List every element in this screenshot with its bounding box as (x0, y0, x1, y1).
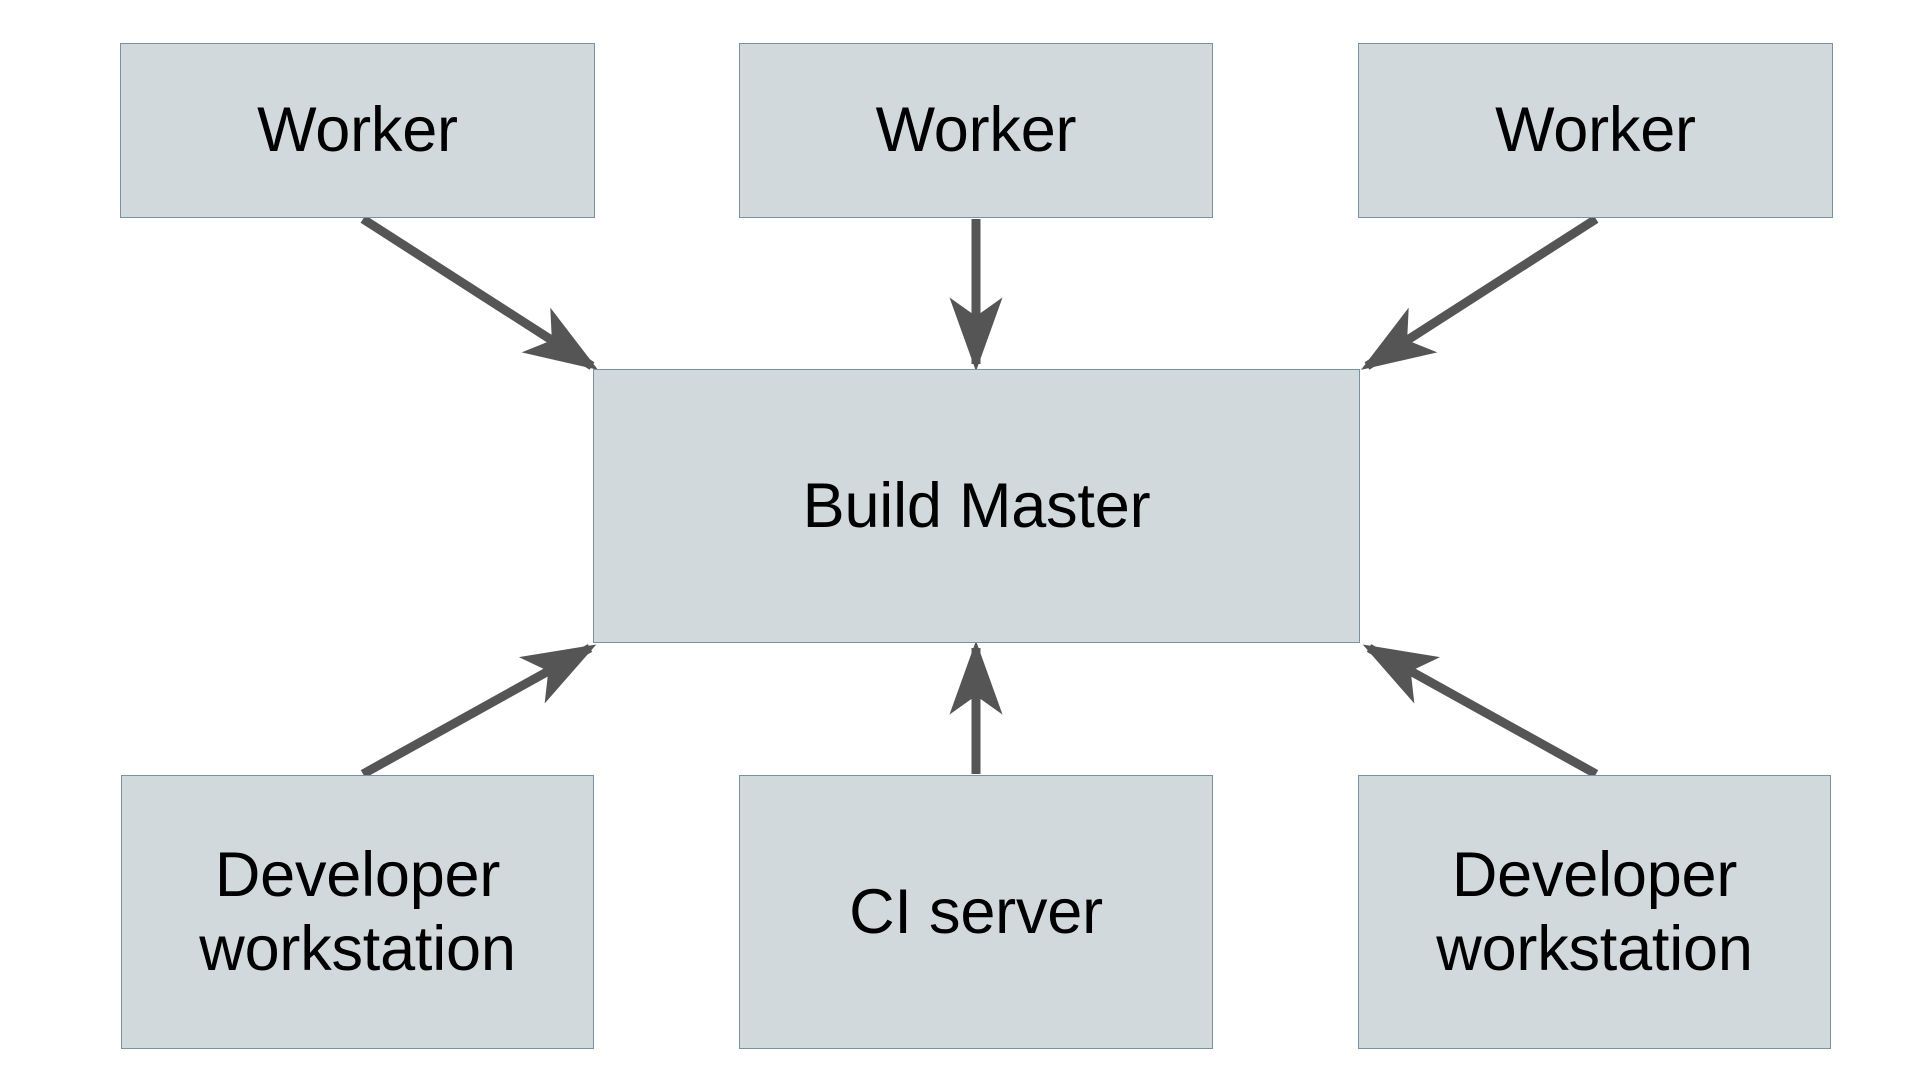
node-label: Worker (1495, 95, 1696, 166)
node-worker-3[interactable]: Worker (1358, 43, 1833, 218)
node-ci-server[interactable]: CI server (739, 775, 1213, 1049)
node-worker-2[interactable]: Worker (739, 43, 1213, 218)
node-label: Developer workstation (199, 839, 516, 984)
node-developer-workstation-1[interactable]: Developer workstation (121, 775, 594, 1049)
edge-dev-ws-1-to-build-master (360, 644, 597, 778)
edge-dev-ws-2-to-build-master (1362, 644, 1599, 778)
node-label: Worker (875, 95, 1077, 166)
node-label: Worker (257, 95, 458, 166)
edge-worker-1-to-build-master (360, 215, 599, 370)
node-label: CI server (849, 876, 1103, 947)
node-label: Developer workstation (1436, 839, 1753, 984)
edge-worker-3-to-build-master (1360, 215, 1599, 370)
node-label: Build Master (802, 470, 1151, 541)
node-build-master[interactable]: Build Master (593, 369, 1360, 643)
node-developer-workstation-2[interactable]: Developer workstation (1358, 775, 1831, 1049)
node-worker-1[interactable]: Worker (120, 43, 595, 218)
